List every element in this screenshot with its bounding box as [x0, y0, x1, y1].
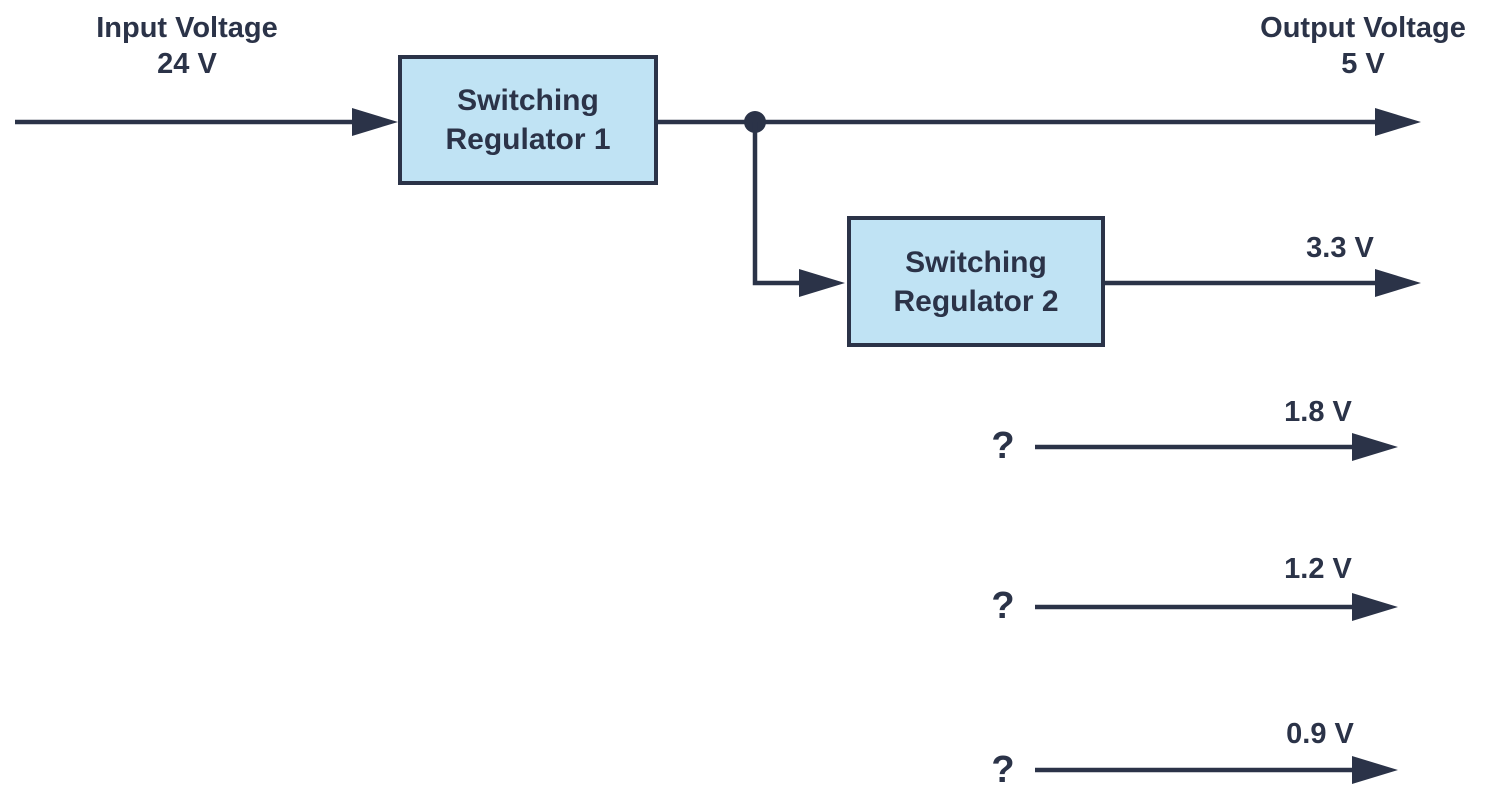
output-voltage-value: 5 V	[1341, 48, 1385, 80]
rail-label-3v3: 3.3 V	[1306, 232, 1374, 264]
input-arrow	[15, 108, 398, 136]
reg2-output-arrow	[1105, 269, 1421, 297]
output-voltage-title: Output Voltage	[1260, 12, 1466, 44]
output-voltage-header: Output Voltage 5 V	[1213, 10, 1500, 82]
branch-arrow	[752, 122, 845, 297]
unknown-source-mark-1v2: ?	[991, 585, 1015, 627]
block-2-label-line1: Switching	[905, 245, 1047, 279]
block-1-label-line1: Switching	[457, 84, 599, 117]
block-2-label-line2: Regulator 2	[893, 284, 1059, 318]
rail-label-0v9: 0.9 V	[1286, 718, 1354, 750]
input-voltage-value: 24 V	[157, 48, 217, 80]
unknown-source-mark-1v8: ?	[991, 425, 1015, 467]
rail-label-1v8: 1.8 V	[1284, 396, 1352, 428]
block-switching-regulator-2: Switching Regulator 2	[847, 216, 1105, 347]
rail-arrow-1v8	[1035, 433, 1398, 461]
unknown-source-mark-0v9: ?	[991, 749, 1015, 791]
block-1-label-line2: Regulator 1	[445, 123, 611, 156]
rail-arrow-1v2	[1035, 593, 1398, 621]
reg1-output-arrow	[658, 108, 1421, 136]
rail-arrow-0v9	[1035, 756, 1398, 784]
input-voltage-header: Input Voltage 24 V	[37, 10, 337, 82]
input-voltage-title: Input Voltage	[96, 12, 278, 44]
rail-label-1v2: 1.2 V	[1284, 553, 1352, 585]
block-switching-regulator-1: Switching Regulator 1	[398, 55, 658, 185]
